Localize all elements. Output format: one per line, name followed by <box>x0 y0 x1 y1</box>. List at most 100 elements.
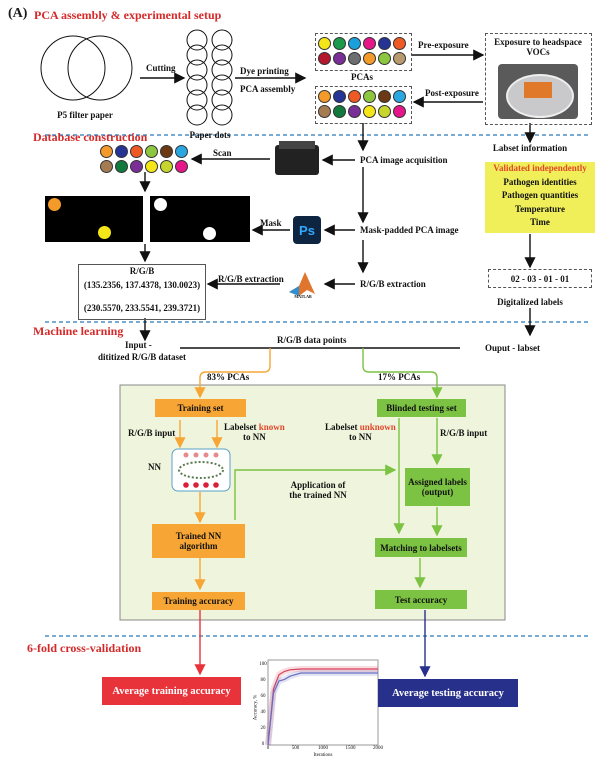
inset-x-tick: 2000 <box>373 746 383 751</box>
pca-dye-spot <box>145 145 158 158</box>
inset-y-tick: 100 <box>259 662 267 667</box>
exposure-box: Exposure to headspace VOCs <box>485 33 592 125</box>
pca-dye-spot <box>363 52 376 65</box>
pca-dye-spot <box>130 160 143 173</box>
input-dataset-label: dititized R/G/B dataset <box>98 352 186 362</box>
paper-dot <box>211 89 233 111</box>
paper-dot <box>186 44 208 66</box>
dye-printing-label: Dye printing <box>240 66 289 76</box>
inset-y-label: Accuracy, % <box>253 694 259 721</box>
rgb-values-box: R/G/B (135.2356, 137.4378, 130.0023) (23… <box>78 264 206 320</box>
rgb-data-points-label: R/G/B data points <box>277 335 347 345</box>
paper-dot <box>186 104 208 126</box>
inset-y-tick: 20 <box>260 726 266 731</box>
inset-x-tick: 1000 <box>318 746 328 751</box>
pca-dye-spot <box>393 37 406 50</box>
cutting-label: Cutting <box>146 63 176 73</box>
paper-dot <box>186 59 208 81</box>
panel-label: (A) <box>8 6 28 21</box>
section-title-assembly: PCA assembly & experimental setup <box>34 8 222 22</box>
white-spot <box>203 227 216 240</box>
pca-dye-spot <box>175 160 188 173</box>
average-training-accuracy-box: Average training accuracy <box>102 677 241 705</box>
pca-assembly-label: PCA assembly <box>240 84 296 94</box>
training-set-box: Training set <box>155 399 246 417</box>
pca-dye-spot <box>348 90 361 103</box>
matlab-label: MATLAB <box>294 294 312 299</box>
inset-y-tick: 60 <box>260 694 266 699</box>
pca-dye-spot <box>333 105 346 118</box>
pca-dye-spot <box>318 52 331 65</box>
pca-dye-spot <box>175 145 188 158</box>
rgb-title: R/G/B <box>129 266 155 276</box>
inset-series-line <box>267 672 378 746</box>
pca-dye-spot <box>378 90 391 103</box>
printer-icon <box>275 141 319 175</box>
inset-x-tick: 500 <box>291 746 300 751</box>
label-item: Pathogen quantities <box>501 190 579 200</box>
pca-dye-spot <box>393 105 406 118</box>
inset-x-tick: 0 <box>266 746 270 751</box>
post-exposure-label: Post-exposure <box>425 88 479 98</box>
test-accuracy-box: Test accuracy <box>375 590 467 609</box>
paper-dot <box>186 74 208 96</box>
pca-image-acquisition-label: PCA image acquisition <box>360 155 448 165</box>
test-percent-label: 17% PCAs <box>378 372 421 382</box>
rgb-input-left-label: R/G/B input <box>128 428 176 438</box>
rgb-value-1: (135.2356, 137.4378, 130.0023) <box>83 280 201 290</box>
pca-dye-spot <box>115 145 128 158</box>
pca-dye-spot <box>160 145 173 158</box>
paper-dot <box>186 89 208 111</box>
pca-dye-spot <box>363 90 376 103</box>
average-testing-accuracy-box: Average testing accuracy <box>378 679 518 707</box>
label-item: Time <box>530 217 550 227</box>
digitalized-labels-label: Digitalized labels <box>497 297 563 307</box>
pca-dye-spot <box>100 160 113 173</box>
filter-paper-label: P5 filter paper <box>57 110 113 120</box>
rgb-extraction-right-label: R/G/B extraction <box>360 279 426 289</box>
yellow-spot <box>98 226 111 239</box>
rgb-value-2: (230.5570, 233.5541, 239.3721) <box>83 303 201 313</box>
pca-dye-spot <box>363 37 376 50</box>
input-label: Input - <box>125 340 152 350</box>
section-title-database: Database construction <box>33 130 148 144</box>
pca-post-exposure <box>315 86 412 124</box>
inset-x-label: Iterations <box>313 753 333 758</box>
mask-image-white <box>150 196 250 242</box>
paper-dot <box>211 29 233 51</box>
output-labset-label: Ouput - labset <box>485 343 541 353</box>
photoshop-icon: Ps <box>293 216 321 244</box>
digital-label-code: 02 - 03 - 01 - 01 <box>488 269 592 288</box>
pca-dye-spot <box>363 105 376 118</box>
nn-label: NN <box>148 462 161 472</box>
paper-dot <box>211 59 233 81</box>
rgb-input-right-label: R/G/B input <box>440 428 488 438</box>
pca-dye-spot <box>348 52 361 65</box>
paper-dot <box>211 104 233 126</box>
inset-series-band <box>265 666 378 746</box>
inset-series-band <box>265 670 378 746</box>
pca-dye-spot <box>378 105 391 118</box>
pca-dye-spot <box>100 145 113 158</box>
pca-dye-spot <box>393 52 406 65</box>
train-percent-label: 83% PCAs <box>207 372 250 382</box>
paper-dot <box>186 29 208 51</box>
pca-dye-spot <box>160 160 173 173</box>
training-accuracy-box: Training accuracy <box>152 592 245 610</box>
paper-dot <box>211 44 233 66</box>
mask-label: Mask <box>260 218 282 228</box>
orange-spot <box>48 198 61 211</box>
petri-dish-photo <box>498 64 578 119</box>
section-title-ml: Machine learning <box>33 324 124 338</box>
scan-label: Scan <box>213 148 232 158</box>
pre-exposure-label: Pre-exposure <box>418 40 469 50</box>
nn-diagram <box>171 448 231 492</box>
inset-y-tick: 0 <box>261 742 265 747</box>
label-item: Temperature <box>515 203 565 214</box>
matlab-icon: MATLAB <box>287 270 319 302</box>
